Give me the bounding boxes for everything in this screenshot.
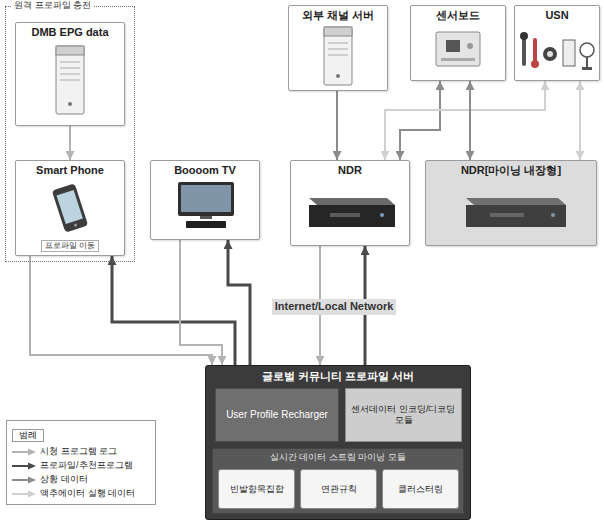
connector xyxy=(336,91,338,160)
connector xyxy=(228,240,250,365)
legend-row: 시청 프로그램 로그 xyxy=(12,445,150,459)
connector xyxy=(385,81,545,160)
network-cloud: Internet/Local Network xyxy=(18,263,590,351)
legend-row: 액추에이터 실행 데이터 xyxy=(12,487,150,501)
box-title: Smart Phone xyxy=(36,164,104,177)
sensor-devices-icon xyxy=(520,32,594,70)
legend-arrow xyxy=(12,448,36,456)
server-tower-icon xyxy=(324,27,352,85)
process-box: 연관규칙 xyxy=(300,469,377,509)
connector xyxy=(69,126,71,160)
connector xyxy=(180,240,222,365)
device-box: USN xyxy=(514,5,600,81)
legend-text: 프로파일/추천프로그램 xyxy=(40,460,133,471)
network-label: Internet/Local Network xyxy=(272,299,397,314)
box-title: DMB EPG data xyxy=(31,26,108,39)
legend-text: 액추에이터 실행 데이터 xyxy=(40,488,135,499)
device-box: 외부 채널 서버 xyxy=(288,5,388,91)
legend-row: 상황 데이터 xyxy=(12,473,150,487)
process-label: 빈발항목집합 xyxy=(230,484,284,495)
connector xyxy=(579,81,581,160)
module-label: User Profile Recharger xyxy=(226,409,328,421)
box-title: 센서보드 xyxy=(436,9,480,22)
module-label: 센서데이터 인코딩/디코딩 모듈 xyxy=(349,404,458,426)
sensor-board-icon xyxy=(436,32,480,66)
box-note: 프로파일 이동 xyxy=(41,240,99,252)
module-box: 센서데이터 인코딩/디코딩 모듈 xyxy=(345,388,462,442)
legend-arrow xyxy=(12,462,36,470)
process-box: 빈발항목집합 xyxy=(218,469,295,509)
legend-heading: 범례 xyxy=(12,429,44,442)
box-title: NDR xyxy=(338,164,362,177)
tv-icon xyxy=(178,182,234,228)
module-band: 실시간 데이터 스트림 마이닝 모듈빈발항목집합 연관규칙 클러스터링 xyxy=(212,448,464,514)
smartphone-icon xyxy=(52,183,88,232)
group-heading: 원격 프로파일 충전 xyxy=(12,0,93,11)
device-box: Boooom TV xyxy=(150,160,260,240)
box-title: NDR[마이닝 내장형] xyxy=(461,164,561,177)
box-title: Boooom TV xyxy=(174,164,236,177)
band-title: 실시간 데이터 스트림 마이닝 모듈 xyxy=(270,452,406,463)
device-box: NDR xyxy=(290,160,410,246)
legend-text: 상황 데이터 xyxy=(40,474,88,485)
connector xyxy=(30,256,212,365)
process-box: 클러스터링 xyxy=(382,469,459,509)
box-title: USN xyxy=(545,9,568,22)
device-box: 센서보드 xyxy=(410,5,506,81)
device-box: Smart Phone 프로파일 이동 xyxy=(15,160,125,256)
recorder-icon xyxy=(309,198,395,227)
legend-text: 시청 프로그램 로그 xyxy=(40,446,117,457)
process-label: 연관규칙 xyxy=(321,484,357,495)
device-box: DMB EPG data xyxy=(15,22,125,126)
server-tower-icon xyxy=(56,46,84,114)
group-region: 원격 프로파일 충전DMB EPG dataSmart Phone프로파일 이동 xyxy=(5,6,135,262)
process-label: 클러스터링 xyxy=(398,484,443,495)
legend-row: 프로파일/추천프로그램 xyxy=(12,459,150,473)
connector xyxy=(400,81,440,160)
legend: 범례시청 프로그램 로그프로파일/추천프로그램상황 데이터액추에이터 실행 데이… xyxy=(6,420,156,505)
server-box: 글로벌 커뮤니티 프로파일 서버 User Profile Recharger 센서… xyxy=(205,365,471,520)
legend-arrow xyxy=(12,490,36,498)
box-title: 외부 채널 서버 xyxy=(302,9,374,22)
device-box: NDR[마이닝 내장형] xyxy=(425,160,597,246)
legend-arrow xyxy=(12,476,36,484)
connector xyxy=(469,81,471,160)
server-title: 글로벌 커뮤니티 프로파일 서버 xyxy=(262,370,414,383)
module-box: User Profile Recharger xyxy=(215,388,339,442)
connector xyxy=(112,256,235,365)
